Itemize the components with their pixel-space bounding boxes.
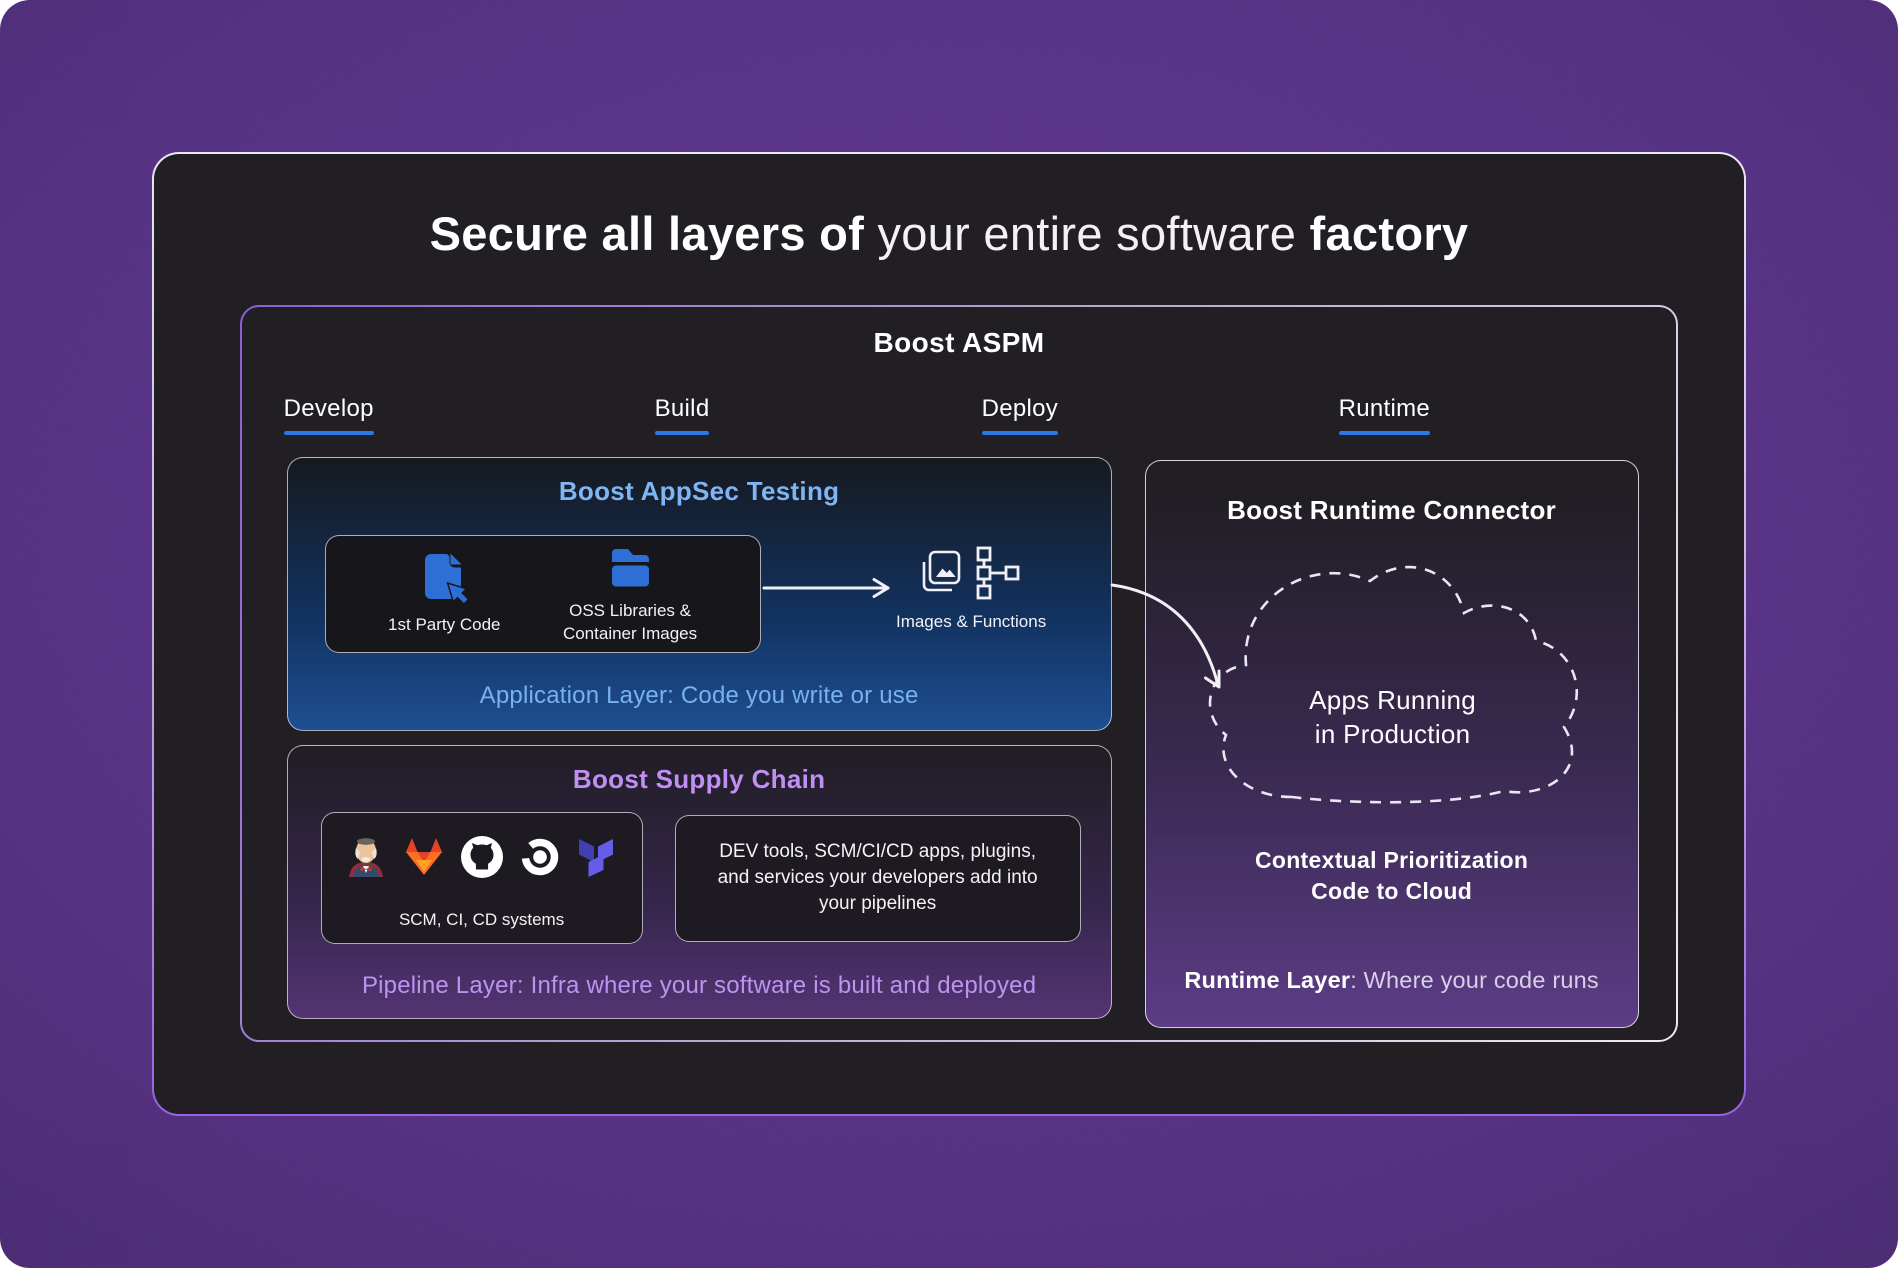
cloud-label: Apps Running in Production <box>1192 683 1594 751</box>
terraform-icon <box>578 838 613 877</box>
runtime-layer-label-rest: : Where your code runs <box>1350 966 1599 993</box>
stage-tab-deploy: Deploy <box>981 394 1059 435</box>
circleci-icon <box>521 838 558 875</box>
stage-tab-label: Develop <box>283 394 374 422</box>
dev-tools-description-line1: DEV tools, SCM/CI/CD apps, plugins, <box>719 841 1036 863</box>
slide: Secure all layers of your entire softwar… <box>154 154 1744 1114</box>
cloud-label-line1: Apps Running <box>1309 684 1477 715</box>
tab-underline <box>654 430 710 435</box>
oss-label-line1: OSS Libraries & <box>569 600 691 620</box>
oss-libraries-label: OSS Libraries & Container Images <box>563 599 697 645</box>
tab-underline <box>283 430 374 435</box>
stage-tab-label: Deploy <box>981 394 1059 422</box>
application-layer-caption: Application Layer: Code you write or use <box>479 681 919 709</box>
runtime-connector-box: Boost Runtime Connector Apps Running in … <box>1144 459 1639 1028</box>
cloud-outline <box>1208 565 1578 804</box>
stage-tab-build: Build <box>654 394 710 435</box>
appsec-title: Boost AppSec Testing <box>558 475 840 506</box>
title-segment-regular: your entire software <box>877 207 1310 260</box>
pipeline-layer-caption: Pipeline Layer: Infra where your softwar… <box>361 971 1037 999</box>
image-stack-icon <box>922 550 961 591</box>
first-party-code-item: 1st Party Code <box>388 551 501 636</box>
appsec-testing-box: Boost AppSec Testing 1st Party Code <box>286 456 1112 731</box>
cloud-label-line2: in Production <box>1314 718 1471 749</box>
dev-tools-description-line2: and services your developers add into <box>717 867 1038 889</box>
aspm-panel-border: Boost ASPM Develop Build Deploy Runtime … <box>240 305 1678 1042</box>
images-functions-icons <box>917 544 1025 602</box>
stage-tab-label: Build <box>654 394 710 422</box>
stage-tab-develop: Develop <box>283 394 374 435</box>
jenkins-icon <box>348 837 383 877</box>
dev-tools-description-line3: your pipelines <box>818 893 937 915</box>
title-segment-bold: Secure all layers of <box>429 207 878 260</box>
flow-tree-icon <box>976 546 1020 599</box>
page-title: Secure all layers of your entire softwar… <box>154 206 1744 261</box>
document-cursor-icon <box>425 553 469 606</box>
first-party-code-label: 1st Party Code <box>388 615 501 635</box>
github-icon <box>460 835 503 878</box>
tool-logos-row <box>322 835 642 879</box>
runtime-layer-label-bold: Runtime Layer <box>1184 966 1351 993</box>
aspm-panel: Boost ASPM Develop Build Deploy Runtime … <box>241 306 1677 1041</box>
aspm-heading: Boost ASPM <box>873 326 1045 358</box>
stage-tab-runtime: Runtime <box>1338 394 1431 435</box>
supply-chain-box: Boost Supply Chain <box>286 744 1112 1019</box>
scm-ci-cd-label: SCM, CI, CD systems <box>398 909 565 929</box>
runtime-connector-title: Boost Runtime Connector <box>1227 494 1557 525</box>
folder-icon <box>612 548 650 587</box>
slide-gradient-border: Secure all layers of your entire softwar… <box>152 152 1746 1116</box>
tab-underline <box>1338 430 1431 435</box>
tab-underline <box>981 430 1059 435</box>
runtime-subtitle-line2: Code to Cloud <box>1311 877 1473 904</box>
dev-tools-box: DEV tools, SCM/CI/CD apps, plugins, and … <box>674 814 1081 942</box>
stage-tab-label: Runtime <box>1338 394 1431 422</box>
oss-libraries-item: OSS Libraries & Container Images <box>563 543 697 645</box>
runtime-subtitle-line1: Contextual Prioritization <box>1254 846 1529 873</box>
oss-label-line2: Container Images <box>562 623 698 643</box>
images-functions-label: Images & Functions <box>895 611 1047 631</box>
title-segment-bold: factory <box>1309 207 1469 260</box>
runtime-layer-caption: Runtime Layer: Where your code runs <box>1146 967 1638 994</box>
images-functions-group: Images & Functions <box>884 544 1059 633</box>
code-sources-box: 1st Party Code OSS Libraries & Container… <box>324 534 761 653</box>
scm-ci-cd-tools-box: SCM, CI, CD systems <box>320 811 643 944</box>
gitlab-icon <box>405 837 442 875</box>
supply-chain-title: Boost Supply Chain <box>572 763 826 794</box>
runtime-subtitle: Contextual Prioritization Code to Cloud <box>1146 845 1638 907</box>
